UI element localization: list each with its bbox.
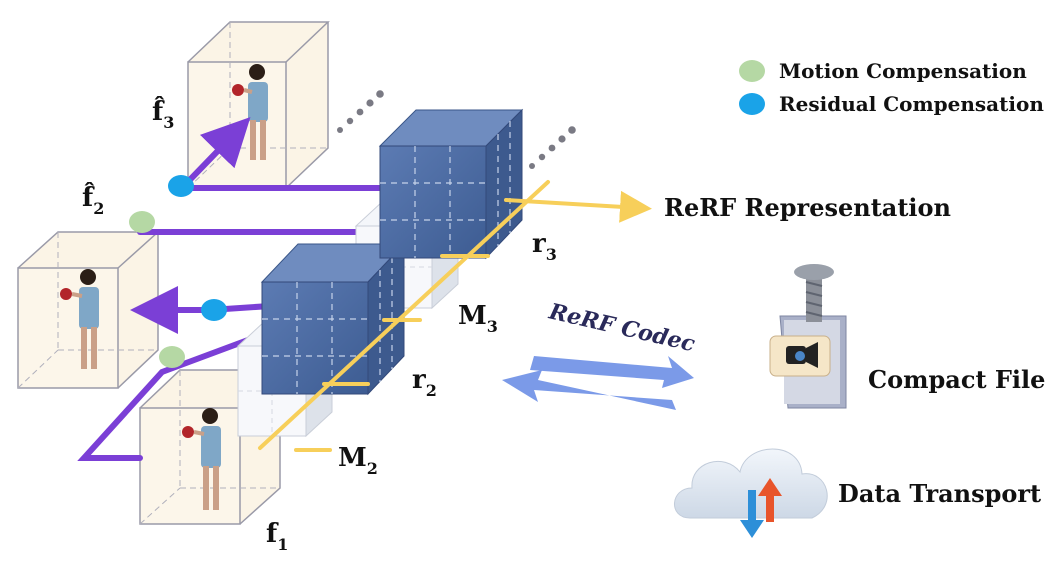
legend-motion-swatch	[739, 60, 765, 82]
arrow-to-f3	[179, 117, 251, 191]
legend-residual-label: Residual Compensation	[779, 92, 1044, 116]
frame-box-f2	[17, 231, 160, 389]
purple-compensation-paths	[77, 117, 383, 461]
motion-label-m2: M2	[338, 443, 378, 478]
arrow-to-rerf	[504, 190, 652, 223]
legend-residual-swatch	[739, 93, 765, 115]
upload-arrow-icon	[758, 478, 782, 522]
residual-compensation-node	[201, 299, 227, 321]
frame-label-f2: f̂2	[82, 182, 104, 218]
residual-compensation-node	[168, 175, 194, 197]
person-figure-f1	[182, 408, 221, 510]
person-figure-f2	[60, 269, 99, 369]
legend: Motion Compensation Residual Compensatio…	[739, 59, 1044, 116]
motion-compensation-node	[159, 346, 185, 368]
residual-label-r2: r2	[412, 365, 437, 400]
person-figure-f3	[232, 64, 268, 160]
codec-arrows	[502, 356, 694, 410]
codec-label: ReRF Codec	[546, 298, 698, 357]
frame-label-f1: f1	[266, 519, 288, 554]
motion-compensation-node	[129, 211, 155, 233]
frame-label-f3: f̂3	[152, 96, 174, 132]
codec-encode-arrow	[530, 356, 694, 388]
codec-decode-arrow	[502, 370, 676, 410]
data-transport-cloud-icon	[674, 448, 828, 538]
rerf-representation-label: ReRF Representation	[664, 193, 951, 222]
compact-file-icon	[769, 264, 847, 409]
motion-label-m3: M3	[458, 301, 498, 336]
continuation-dots	[337, 90, 576, 169]
residual-grid-cube-r3	[378, 108, 524, 260]
yellow-link-lines	[258, 180, 652, 452]
data-transport-label: Data Transport	[838, 479, 1041, 508]
legend-motion-label: Motion Compensation	[779, 59, 1027, 83]
compact-file-label: Compact File	[868, 365, 1045, 394]
residual-label-r3: r3	[532, 229, 557, 264]
download-arrow-icon	[740, 490, 764, 538]
